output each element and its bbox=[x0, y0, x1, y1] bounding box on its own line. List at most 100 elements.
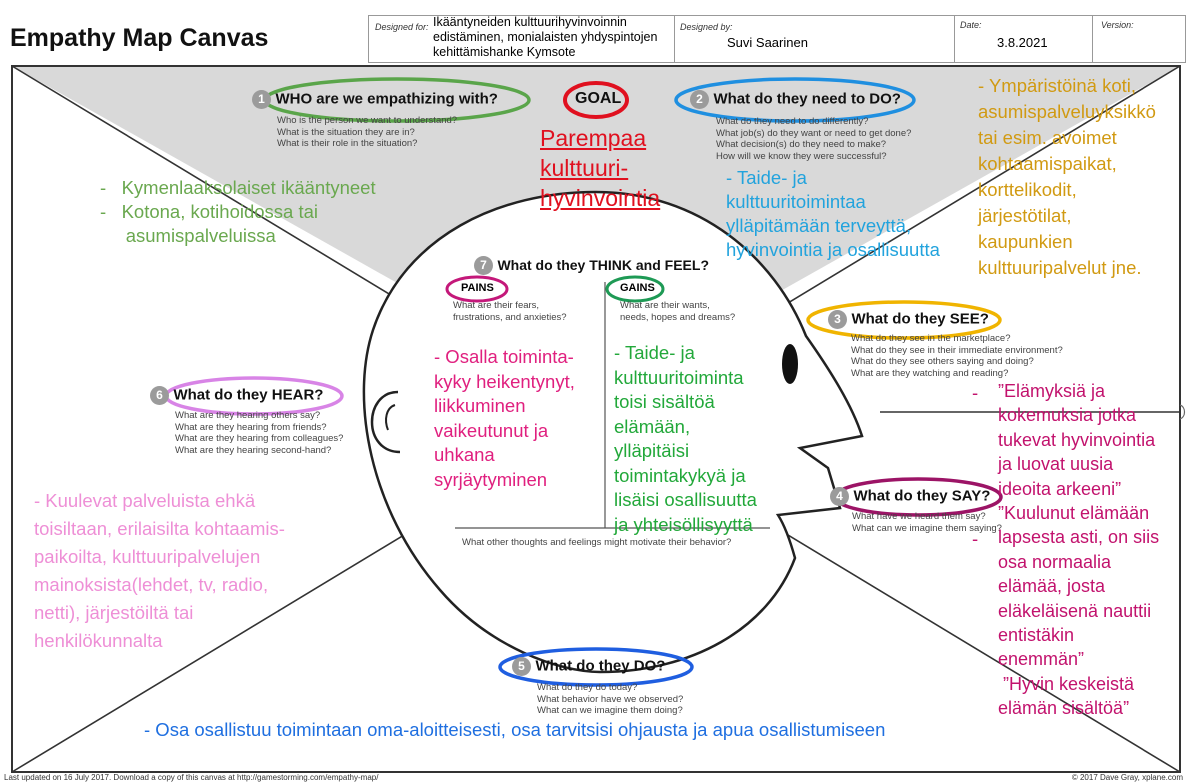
note-line: osa normaalia bbox=[998, 551, 1112, 572]
say-questions: What have we heard them say? What can we… bbox=[852, 511, 1002, 534]
note-line: - Ympäristöinä koti, bbox=[978, 75, 1136, 96]
note-line: - Osalla toiminta- bbox=[434, 346, 574, 367]
note-line: entistäkin bbox=[998, 625, 1075, 646]
question: What have we heard them say? bbox=[852, 511, 986, 522]
note-line: ”Elämyksiä ja bbox=[998, 381, 1106, 401]
designed-for-line: kehittämishanke Kymsote bbox=[433, 45, 576, 59]
think-section: 7 What do they THINK and FEEL? bbox=[474, 256, 709, 275]
note-line: netti), järjestöiltä tai bbox=[34, 602, 194, 623]
note-line: hyvinvointia bbox=[540, 185, 661, 211]
see-title: What do they SEE? bbox=[851, 310, 989, 328]
need-questions: What do they need to do differently? Wha… bbox=[716, 116, 911, 162]
note-line: toimintakykyä ja bbox=[614, 464, 746, 486]
does-ring bbox=[498, 647, 694, 687]
gains-notes: - Taide- ja kulttuuritoiminta toisi sisä… bbox=[614, 341, 757, 537]
question: How will we know they were successful? bbox=[716, 150, 887, 162]
note-line: elämän sisältöä” bbox=[998, 698, 1130, 719]
note-line: eläkeläisenä nauttii bbox=[998, 600, 1152, 621]
goal-title: GOAL bbox=[575, 90, 622, 107]
version-box bbox=[1092, 15, 1186, 63]
need-title: What do they need to DO? bbox=[713, 90, 901, 108]
see-section: 3 What do they SEE? bbox=[828, 310, 989, 329]
note-line: - Kotona, kotihoidossa tai bbox=[100, 201, 319, 222]
who-questions: Who is the person we want to understand?… bbox=[277, 115, 457, 150]
designed-by-value: Suvi Saarinen bbox=[727, 35, 808, 50]
note-line: toisiltaan, erilaisilta kohtaamis- bbox=[34, 518, 285, 539]
note-line: henkilökunnalta bbox=[34, 630, 163, 651]
need-notes: - Taide- ja kulttuuritoimintaa ylläpitäm… bbox=[726, 166, 940, 262]
does-notes: - Osa osallistuu toimintaan oma-aloittei… bbox=[144, 719, 886, 740]
need-section: 2 What do they need to DO? bbox=[690, 90, 901, 109]
note-line: paikoilta, kulttuuripalvelujen bbox=[34, 546, 261, 567]
note-line: syrjäytyminen bbox=[434, 468, 548, 490]
designed-for-line: edistäminen, monialaisten yhdyspintojen bbox=[433, 30, 658, 44]
note-line: ”Hyvin keskeistä bbox=[998, 673, 1135, 694]
note-line: korttelikodit, bbox=[978, 179, 1077, 200]
hear-notes: - Kuulevat palveluista ehkä toisiltaan, … bbox=[34, 487, 285, 655]
section-number: 2 bbox=[690, 90, 709, 109]
say-dash-2: - bbox=[972, 528, 979, 549]
question: What is the situation they are in? bbox=[277, 126, 415, 138]
section-number: 5 bbox=[512, 657, 531, 676]
question: What can we imagine them doing? bbox=[537, 705, 683, 716]
section-number: 6 bbox=[150, 386, 169, 405]
who-notes: - Kymenlaaksolaiset ikääntyneet - Kotona… bbox=[100, 176, 376, 248]
question: What do they see in their immediate envi… bbox=[851, 344, 1063, 356]
question: What behavior have we observed? bbox=[537, 693, 684, 705]
note-line: - Kuulevat palveluista ehkä bbox=[34, 490, 256, 511]
note-line: tai esim. avoimet bbox=[978, 127, 1117, 148]
note-line: kulttuuritoiminta bbox=[614, 366, 744, 388]
gains-label: GAINS bbox=[620, 282, 655, 294]
note-line: elämää, josta bbox=[998, 576, 1106, 597]
question: What do they need to do differently? bbox=[716, 116, 869, 127]
question: What are they watching and reading? bbox=[851, 367, 1009, 379]
pains-notes: - Osalla toiminta- kyky heikentynyt, lii… bbox=[434, 345, 575, 492]
note-line: - Taide- ja bbox=[614, 342, 695, 363]
hear-questions: What are they hearing others say? What a… bbox=[175, 410, 343, 456]
does-title: What do they DO? bbox=[535, 657, 666, 675]
question: needs, hopes and dreams? bbox=[620, 311, 736, 323]
note-line: lisäisi osallisuutta bbox=[614, 489, 757, 510]
question: What can we imagine them saying? bbox=[852, 522, 1002, 534]
question: What are they hearing from friends? bbox=[175, 421, 327, 433]
gains-ring bbox=[605, 275, 665, 303]
section-number: 4 bbox=[830, 487, 849, 506]
designed-for-label: Designed for: bbox=[375, 22, 429, 32]
question: frustrations, and anxieties? bbox=[453, 311, 567, 323]
question: What do they do today? bbox=[537, 682, 638, 693]
question: Who is the person we want to understand? bbox=[277, 115, 458, 126]
note-line: ja yhteisöllisyyttä bbox=[614, 513, 753, 535]
date-label: Date: bbox=[960, 20, 982, 30]
say-dash-1: - bbox=[972, 382, 979, 403]
pains-label: PAINS bbox=[461, 282, 494, 294]
version-label: Version: bbox=[1101, 20, 1134, 30]
note-line: Parempaa bbox=[540, 125, 647, 151]
note-line: ideoita arkeeni” bbox=[998, 478, 1122, 499]
note-line: uhkana bbox=[434, 444, 495, 465]
note-line: kokemuksia jotka bbox=[998, 405, 1137, 426]
note-line: kulttuuripalvelut jne. bbox=[978, 257, 1142, 278]
question: What is their role in the situation? bbox=[277, 138, 418, 149]
designed-by-box bbox=[674, 15, 956, 63]
need-ring bbox=[674, 77, 916, 123]
question: What are they hearing from colleagues? bbox=[175, 433, 344, 444]
who-title: WHO are we empathizing with? bbox=[275, 90, 498, 108]
date-value: 3.8.2021 bbox=[997, 35, 1048, 50]
who-section: 1 WHO are we empathizing with? bbox=[252, 90, 498, 109]
note-line: tukevat hyvinvointia bbox=[998, 429, 1156, 450]
note-line: toisi sisältöä bbox=[614, 391, 715, 412]
say-title: What do they SAY? bbox=[853, 487, 991, 505]
hear-section: 6 What do they HEAR? bbox=[150, 386, 323, 405]
goal-notes: Parempaa kulttuuri- hyvinvointia bbox=[540, 123, 660, 213]
question: What are they hearing second-hand? bbox=[175, 444, 332, 456]
note-line: - Kymenlaaksolaiset ikääntyneet bbox=[100, 177, 376, 198]
note-line: ”Kuulunut elämään bbox=[998, 503, 1150, 524]
note-line: ja luovat uusia bbox=[998, 454, 1114, 475]
see-notes: - Ympäristöinä koti, asumispalveluyksikk… bbox=[978, 73, 1156, 281]
hear-title: What do they HEAR? bbox=[173, 386, 324, 404]
designed-for-box bbox=[368, 15, 676, 63]
think-other-question: What other thoughts and feelings might m… bbox=[462, 537, 732, 548]
footer-right: © 2017 Dave Gray, xplane.com bbox=[1071, 773, 1183, 782]
note-line: enemmän” bbox=[998, 649, 1085, 670]
say-section: 4 What do they SAY? bbox=[830, 487, 990, 506]
